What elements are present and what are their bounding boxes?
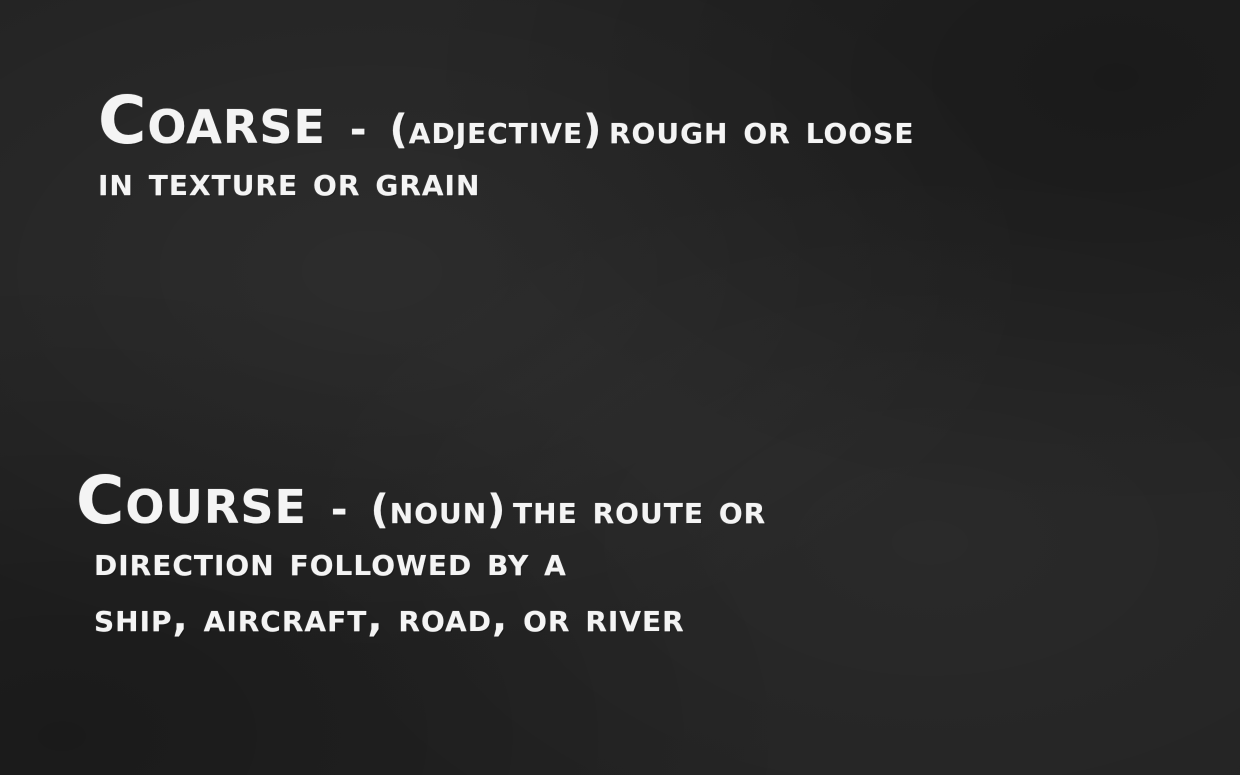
entry-course-part-of-speech: (noun) [370,487,507,533]
entry-course-definition-line-2: direction followed by a [94,539,567,585]
entry-coarse-part-of-speech: (adjective) [389,107,603,153]
entry-coarse-definition-line-2: in texture or grain [98,159,481,205]
entry-course: Course-(noun) the route or direction fol… [76,468,766,646]
entry-coarse: Coarse-(adjective) rough or loose in tex… [98,88,914,210]
entry-course-definition-line-1: the route or [513,487,767,533]
entry-coarse-headline: Coarse-(adjective) rough or loose [98,88,914,154]
entry-coarse-separator: - [349,107,368,153]
entry-course-separator: - [330,487,349,533]
entry-course-headline: Course-(noun) the route or [76,468,766,534]
entry-course-word: Course [76,462,307,539]
entry-coarse-definition-line-1: rough or loose [608,107,915,153]
entry-course-definition-line-3: ship, aircraft, road, or river [94,595,685,641]
entry-coarse-word: Coarse [98,82,326,159]
